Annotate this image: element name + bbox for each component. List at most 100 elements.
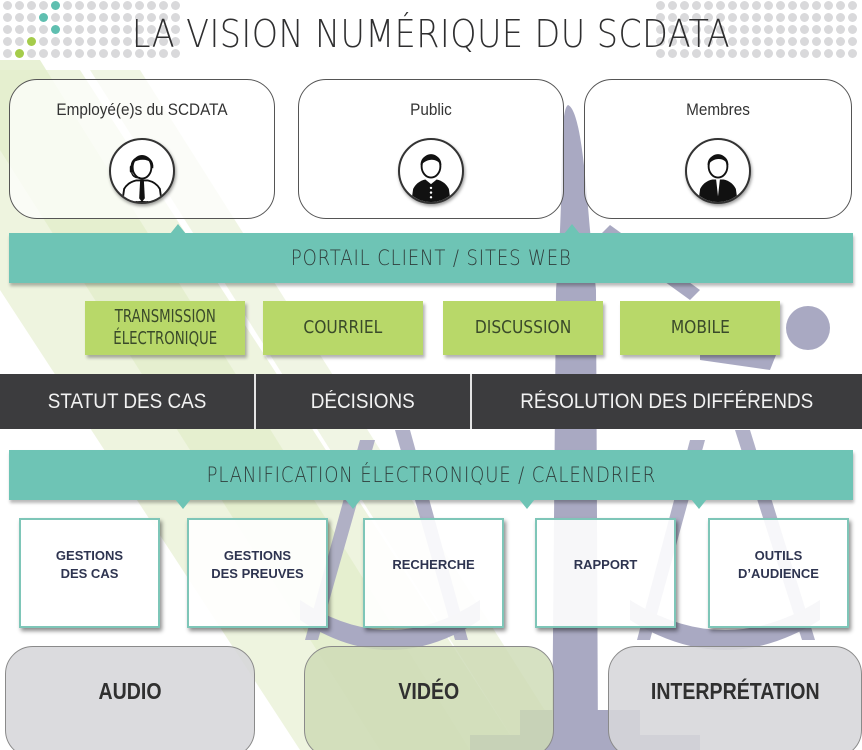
decorative-dot [147,13,156,22]
decorative-dot [776,1,785,10]
user-card-members: Membres [584,79,852,219]
scheduling-bar-label: PLANIFICATION ÉLECTRONIQUE / CALENDRIER [206,463,656,487]
decorative-dot [728,37,737,46]
user-card-label: Membres [686,100,750,119]
decorative-dot [147,1,156,10]
decorative-dot [63,1,72,10]
channel-mobile: MOBILE [620,301,780,355]
decorative-dot [836,49,845,58]
decorative-dot [788,1,797,10]
decorative-dot [848,25,857,34]
decorative-dot [135,49,144,58]
decorative-dot [764,37,773,46]
decorative-dot [716,1,725,10]
decorative-dot [800,49,809,58]
decorative-dot [776,25,785,34]
decorative-dot [812,1,821,10]
decorative-dot [752,49,761,58]
decorative-dot [39,1,48,10]
decorative-dot [15,1,24,10]
decorative-dot [171,37,180,46]
service-decisions: DÉCISIONS [256,374,472,429]
decorative-dot [159,13,168,22]
service-label: DÉCISIONS [311,389,415,413]
channel-label-line1: TRANSMISSION [114,305,216,327]
channel-label-line2: ÉLECTRONIQUE [113,328,217,349]
decorative-dot [135,37,144,46]
decorative-dot [800,37,809,46]
decorative-dot [3,49,12,58]
decorative-dot [15,49,24,58]
service-label: RÉSOLUTION DES DIFFÉRENDS [520,389,814,413]
module-label-line1: OUTILS [754,547,803,563]
decorative-dot [740,1,749,10]
portal-bar: PORTAIL CLIENT / SITES WEB [9,224,853,283]
decorative-dot [824,1,833,10]
module-label-line1: GESTIONS [55,547,124,563]
decorative-dot [704,1,713,10]
decorative-dot [812,37,821,46]
media-interpretation: INTERPRÉTATION [608,646,862,750]
decorative-dot [728,1,737,10]
dot-pattern-left [2,0,192,66]
decorative-dot [764,25,773,34]
channel-chat: DISCUSSION [443,301,603,355]
decorative-dot [15,13,24,22]
decorative-dot [171,49,180,58]
decorative-dot [680,13,689,22]
module-report: RAPPORT [535,518,676,628]
decorative-dot [111,13,120,22]
decorative-dot [812,25,821,34]
user-card-employees: Employé(e)s du SCDATA [9,79,275,219]
decorative-dot [824,13,833,22]
decorative-dot [3,25,12,34]
decorative-dot [87,49,96,58]
decorative-dot [764,13,773,22]
decorative-dot [728,25,737,34]
media-label: AUDIO [98,677,162,704]
decorative-dot [716,37,725,46]
decorative-dot [824,37,833,46]
decorative-dot [740,25,749,34]
customer-service-agent-icon [109,138,175,204]
service-dispute-resolution: RÉSOLUTION DES DIFFÉRENDS [472,374,862,429]
decorative-dot [836,13,845,22]
decorative-dot [63,37,72,46]
decorative-dot [812,49,821,58]
decorative-dot [99,1,108,10]
decorative-dot [800,1,809,10]
decorative-dot [704,25,713,34]
decorative-dot [704,37,713,46]
decorative-dot [848,13,857,22]
decorative-dot [848,37,857,46]
decorative-dot [159,37,168,46]
decorative-dot [111,1,120,10]
decorative-dot [147,25,156,34]
decorative-dot [135,1,144,10]
decorative-dot [692,1,701,10]
module-label-line2: DES PREUVES [211,566,304,581]
decorative-dot [680,1,689,10]
decorative-dot [836,25,845,34]
decorative-dot [704,13,713,22]
person-tie-icon [685,138,751,204]
decorative-dot [75,1,84,10]
decorative-dot [27,25,36,34]
decorative-dot [51,37,60,46]
decorative-dot [848,1,857,10]
decorative-dot [800,25,809,34]
decorative-dot [27,49,36,58]
notch-down [345,499,361,509]
decorative-dot [668,13,677,22]
decorative-dot [752,37,761,46]
decorative-dot [135,25,144,34]
decorative-dot [776,37,785,46]
decorative-dot [848,49,857,58]
decorative-dot [111,25,120,34]
decorative-dot [3,37,12,46]
decorative-dot [27,37,36,46]
decorative-dot [740,37,749,46]
decorative-dot [27,1,36,10]
